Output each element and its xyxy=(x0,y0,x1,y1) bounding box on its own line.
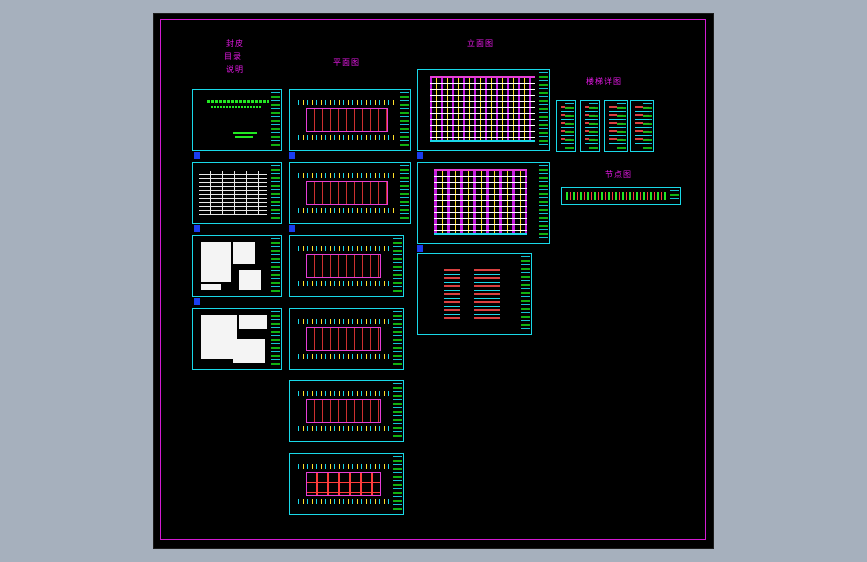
sheet-plan-2[interactable] xyxy=(289,162,411,224)
sheet-tab xyxy=(194,298,200,305)
label-cover: 封皮 xyxy=(226,39,244,48)
sheet-stair-4[interactable] xyxy=(630,100,654,152)
sheet-cover[interactable] xyxy=(192,89,282,151)
plan-outline xyxy=(306,108,388,132)
notes-text-block xyxy=(239,315,267,329)
stair-drawing xyxy=(561,106,571,146)
notes-text-block xyxy=(233,339,265,363)
sheet-tab xyxy=(194,225,200,232)
sheet-node-details[interactable] xyxy=(561,187,681,205)
plan-outline xyxy=(306,327,381,351)
sheet-notes-2[interactable] xyxy=(192,308,282,370)
sheet-contents[interactable] xyxy=(192,162,282,224)
sheet-tab xyxy=(194,152,200,159)
sheet-elevation-1[interactable] xyxy=(417,69,550,151)
sheet-tab xyxy=(289,152,295,159)
sheet-stair-2[interactable] xyxy=(580,100,600,152)
cover-text-line xyxy=(233,132,257,134)
elevation-drawing xyxy=(430,76,535,142)
sheet-notes-1[interactable] xyxy=(192,235,282,297)
notes-text-block xyxy=(201,284,221,290)
sheet-plan-5[interactable] xyxy=(289,380,404,442)
stair-drawing xyxy=(585,106,595,146)
sheet-roof-plan[interactable] xyxy=(289,453,404,515)
label-plans: 平面图 xyxy=(333,58,360,67)
label-elevations: 立面图 xyxy=(467,39,494,48)
sheet-section[interactable] xyxy=(417,253,532,335)
sheet-elevation-2[interactable] xyxy=(417,162,550,244)
plan-outline xyxy=(306,254,381,278)
plan-outline xyxy=(306,399,381,423)
label-contents: 目录 xyxy=(224,52,242,61)
cad-model-space[interactable]: 封皮 目录 说明 平面图 立面图 楼梯详图 节点图 xyxy=(153,13,714,549)
sheet-tab xyxy=(289,225,295,232)
sheet-tab xyxy=(417,245,423,252)
layout-border xyxy=(160,19,706,540)
cover-subtitle-block xyxy=(211,106,261,108)
contents-table xyxy=(199,171,267,215)
sheet-plan-3[interactable] xyxy=(289,235,404,297)
sheet-plan-4[interactable] xyxy=(289,308,404,370)
cover-title-block xyxy=(207,100,269,103)
section-drawing xyxy=(444,269,460,321)
notes-text-block xyxy=(201,315,237,359)
stair-drawing xyxy=(635,106,649,146)
notes-text-block xyxy=(239,270,261,290)
sheet-stair-1[interactable] xyxy=(556,100,576,152)
label-notes: 说明 xyxy=(226,65,244,74)
notes-text-block xyxy=(201,242,231,282)
notes-text-block xyxy=(233,242,255,264)
label-stair-details: 楼梯详图 xyxy=(586,77,622,86)
plan-outline xyxy=(306,181,388,205)
sheet-tab xyxy=(417,152,423,159)
sheet-plan-1[interactable] xyxy=(289,89,411,151)
sheet-stair-3[interactable] xyxy=(604,100,628,152)
roof-plan-outline xyxy=(306,472,381,496)
label-node-details: 节点图 xyxy=(605,170,632,179)
stair-drawing xyxy=(609,106,623,146)
cover-text-line xyxy=(235,136,253,138)
section-drawing xyxy=(474,269,500,321)
node-detail-drawing xyxy=(566,192,668,200)
elevation-drawing xyxy=(434,169,527,235)
